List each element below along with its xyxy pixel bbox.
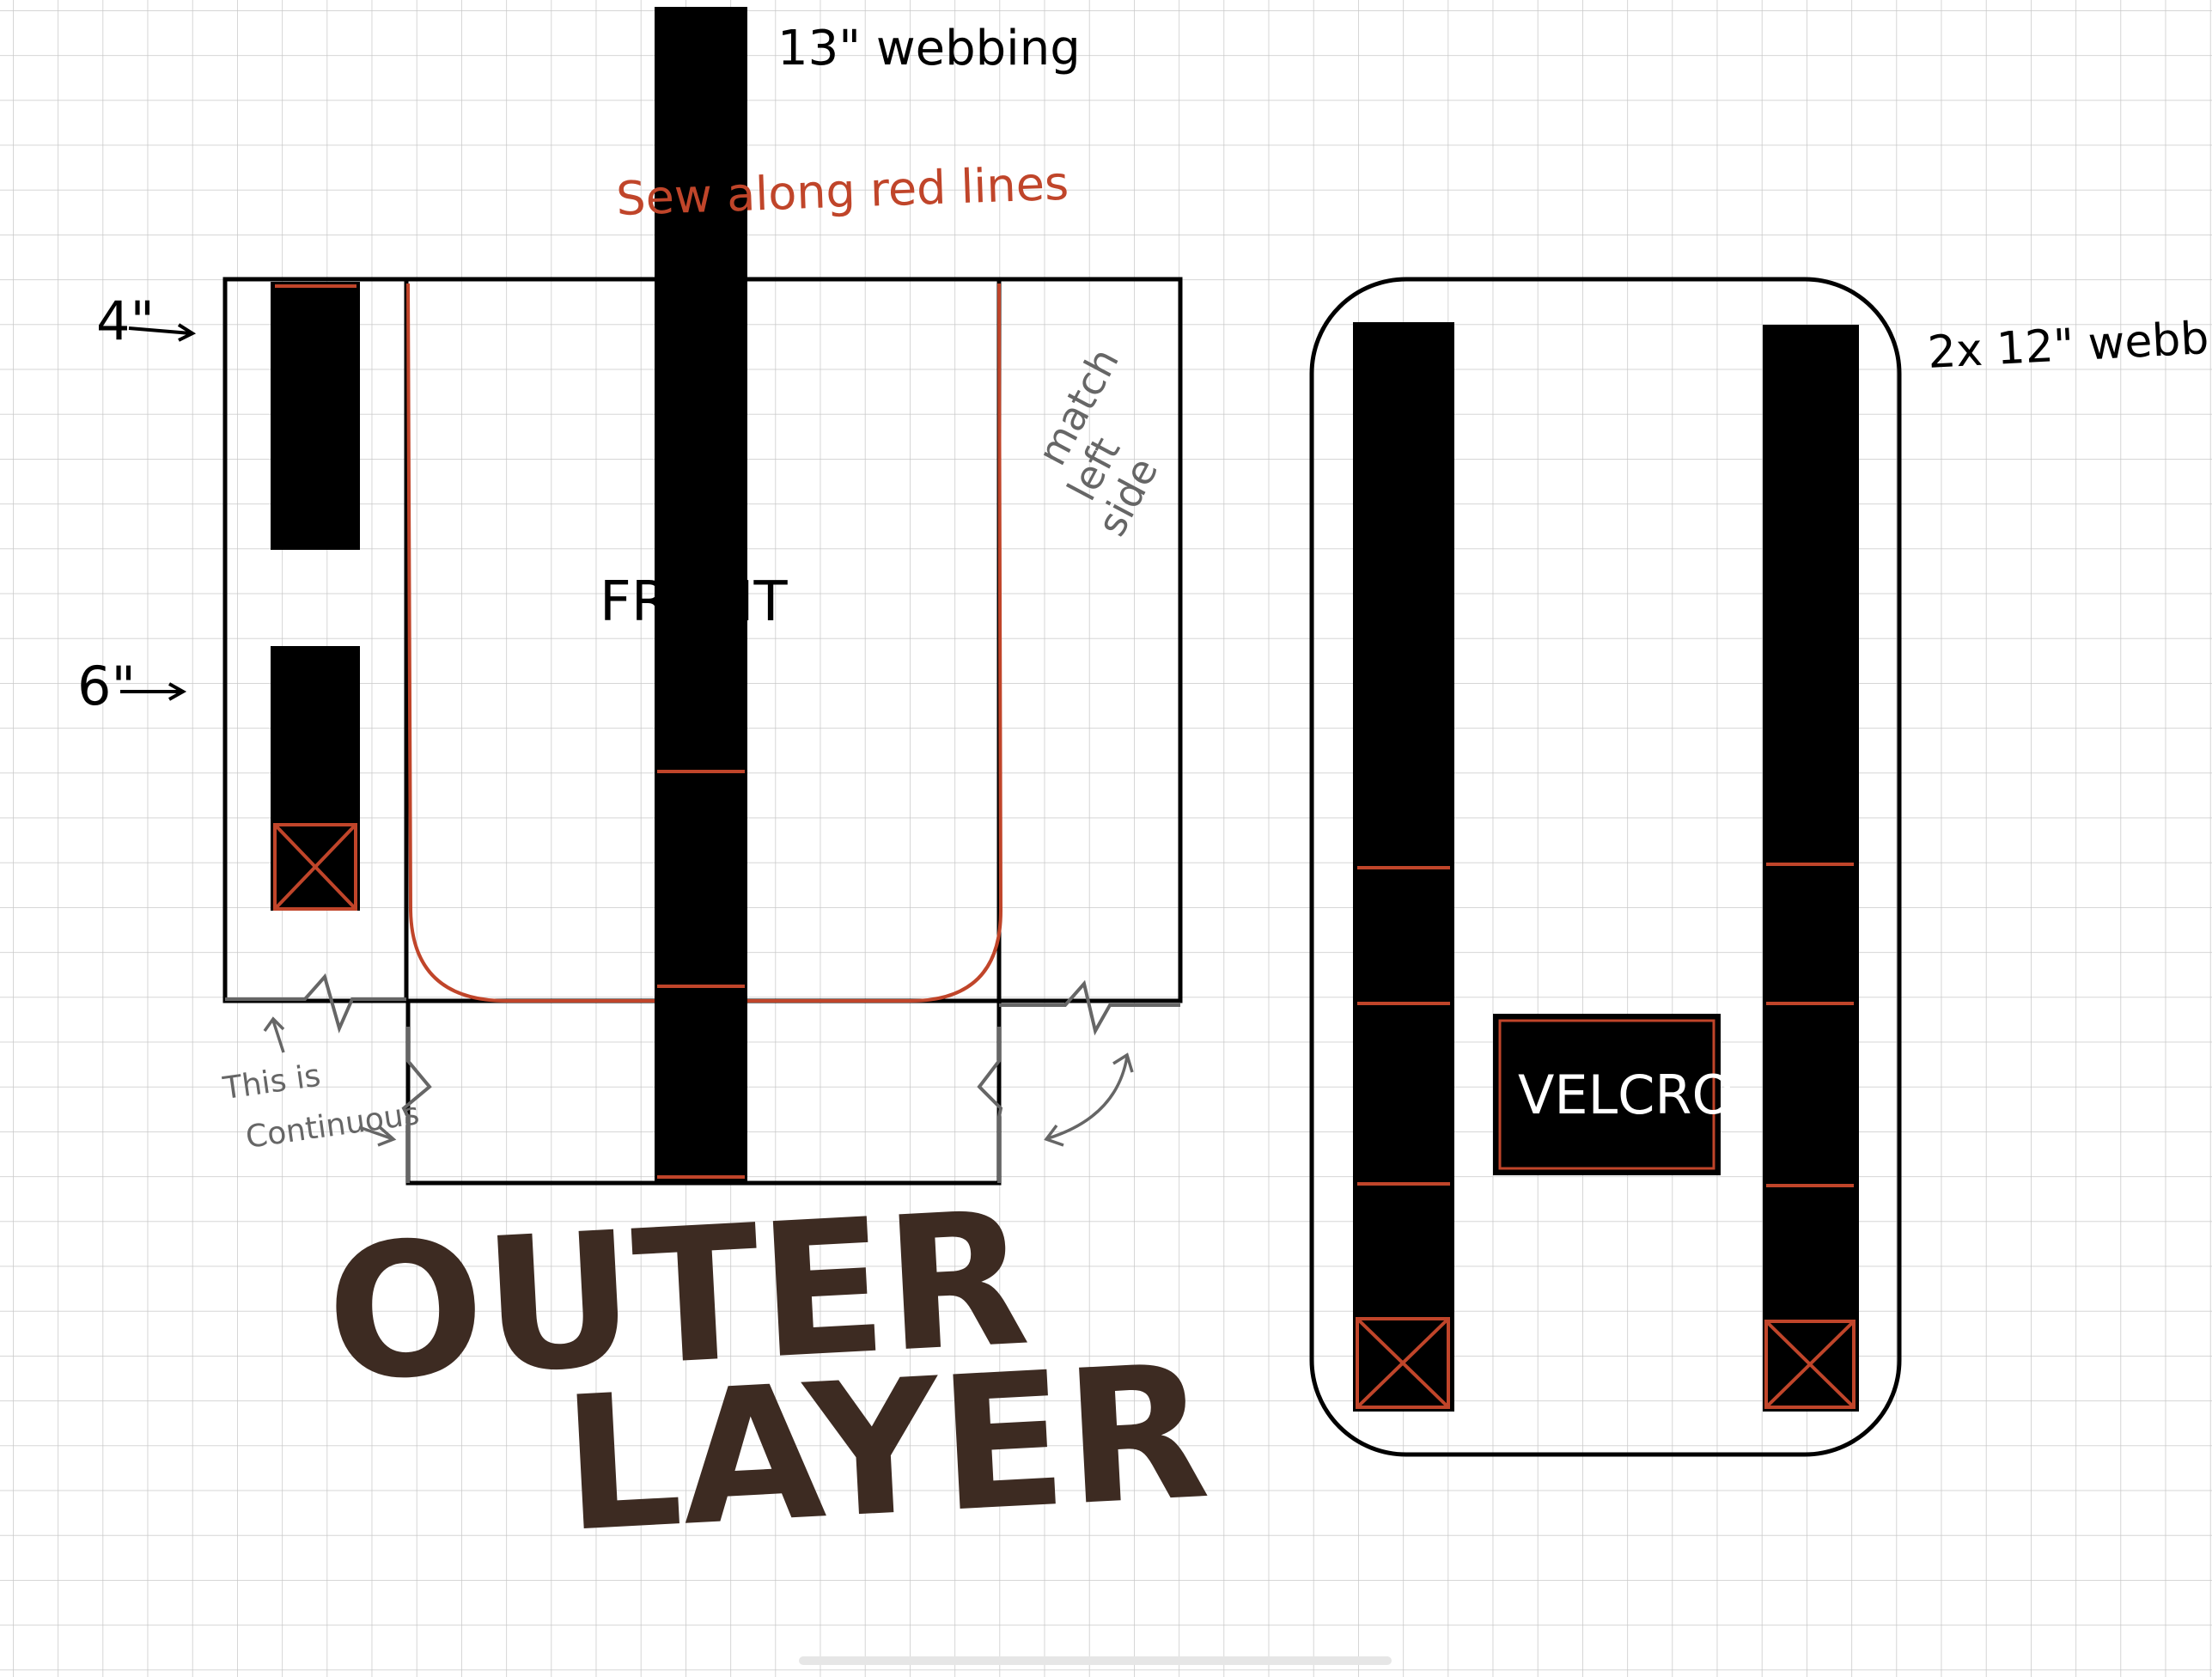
break-mark-bottom-right [977,1027,1003,1183]
home-indicator[interactable] [799,1656,1392,1665]
webbing-6-box-x-stitch [273,823,357,911]
velcro-stitch [1498,1019,1715,1170]
webbing-4-inch [271,282,360,550]
arrow-4-inch [128,323,197,342]
continuous-arrows [263,1016,397,1147]
break-mark-bottom-left [401,1027,432,1183]
back-panel [1309,277,1902,1457]
label-6-inch: 6" [77,655,136,717]
curved-arrow-head-bottom [1044,1124,1064,1147]
title-line-2: LAYER [558,1324,1214,1573]
webbing-13-overlay [655,533,747,653]
curved-double-arrow [1047,1056,1129,1140]
label-velcro: VELCRO [1518,1064,1734,1126]
curved-arrow-head-top [1112,1052,1134,1073]
webbing-12-left-box-x-stitch [1356,1317,1450,1409]
velcro-patch [1493,1014,1721,1175]
label-4-inch: 4" [96,290,155,352]
arrow-6-inch [120,682,187,701]
webbing-12-inch-right [1763,325,1859,1412]
break-mark-left [225,973,406,1034]
webbing-6-inch [271,646,360,911]
back-panel-outline [1309,277,1902,1457]
title-line-1: OUTER [322,1171,1033,1423]
break-mark-right [999,979,1180,1036]
webbing-12-right-box-x-stitch [1764,1320,1856,1409]
label-13-webbing: 13" webbing [777,21,1081,76]
